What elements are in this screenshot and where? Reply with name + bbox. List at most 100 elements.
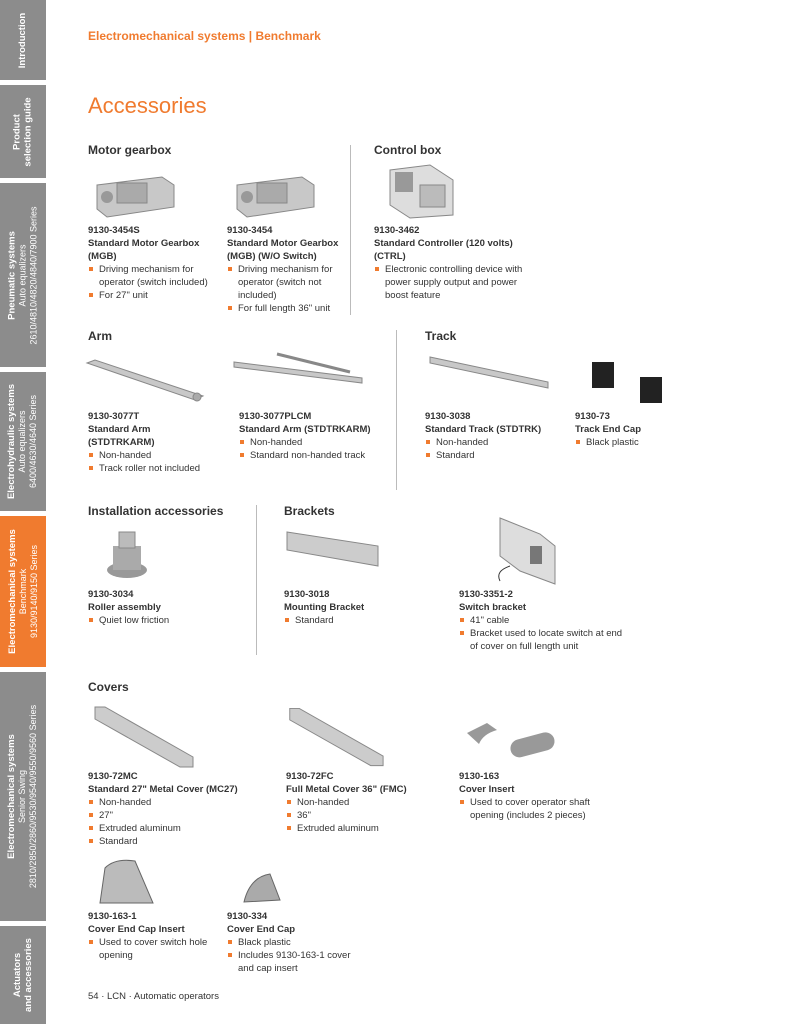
product-name: Switch bracket: [459, 602, 527, 613]
page-title: Accessories: [88, 93, 207, 118]
product-code: 9130-3454: [227, 225, 273, 236]
section-heading: Track: [425, 329, 457, 343]
sidebar-tab[interactable]: Introduction: [0, 0, 46, 80]
feature-bullet: Non-handed: [88, 449, 228, 462]
tab-subtitle: 9130/9140/9150 Series: [28, 544, 39, 639]
product-code: 9130-3018: [284, 589, 330, 600]
feature-bullet: Electronic controlling device with power…: [374, 263, 534, 302]
feature-list: Black plastic: [575, 436, 675, 449]
product-code: 9130-3038: [425, 411, 471, 422]
cover-image: [285, 705, 385, 770]
product-code: 9130-163-1: [88, 911, 137, 922]
product-name: Roller assembly: [88, 602, 161, 613]
product-name: Standard Controller (120 volts): [374, 238, 513, 249]
product-code: 9130-163: [459, 771, 500, 782]
product-name: (MGB) (W/O Switch): [227, 251, 317, 262]
tab-title: Pneumatic systems: [6, 230, 18, 320]
feature-list: Used to cover operator shaft opening (in…: [459, 796, 609, 822]
feature-bullet: Standard: [88, 835, 278, 848]
product-code: 9130-3077T: [88, 411, 140, 422]
section-heading: Brackets: [284, 504, 335, 518]
tab-subtitle: Benchmark: [17, 568, 28, 615]
tab-subtitle: 6400/4630/4640 Series: [28, 394, 39, 489]
arm-image: [85, 358, 205, 403]
product-name: Standard Motor Gearbox: [88, 238, 200, 249]
feature-bullet: Non-handed: [425, 436, 565, 449]
tab-title: Electromechanical systems: [6, 529, 18, 654]
breadcrumb: Electromechanical systems | Benchmark: [88, 29, 321, 43]
tab-subtitle: and accessories: [23, 938, 34, 1012]
feature-bullet: Driving mechanism for operator (switch i…: [88, 263, 218, 289]
feature-list: Driving mechanism for operator (switch i…: [88, 263, 218, 302]
feature-bullet: Includes 9130-163-1 cover and cap insert: [227, 949, 357, 975]
product-code: 9130-73: [575, 411, 610, 422]
product-item: 9130-3454S Standard Motor Gearbox (MGB)Dri…: [88, 224, 218, 302]
feature-bullet: 41" cable: [459, 614, 624, 627]
feature-bullet: Quiet low friction: [88, 614, 228, 627]
feature-bullet: Standard non-handed track: [239, 449, 389, 462]
tab-title: Actuators: [12, 952, 23, 998]
cover-insert-image: [465, 718, 557, 762]
product-name: Track End Cap: [575, 424, 641, 435]
feature-bullet: Used to cover operator shaft opening (in…: [459, 796, 609, 822]
feature-list: Electronic controlling device with power…: [374, 263, 534, 302]
product-name: Cover End Cap: [227, 924, 296, 935]
feature-bullet: Bracket used to locate switch at end of …: [459, 627, 624, 653]
tab-title: Product: [12, 113, 23, 150]
product-name: Cover Insert: [459, 784, 515, 795]
feature-bullet: For full length 36" unit: [227, 302, 352, 315]
product-name: Standard Track (STDTRK): [425, 424, 542, 435]
controller-image: [385, 160, 455, 220]
product-name: (STDTRKARM): [88, 437, 155, 448]
tab-title: Introduction: [17, 12, 29, 68]
section-heading: Control box: [374, 143, 442, 157]
product-code: 9130-3034: [88, 589, 134, 600]
bracket-image: [285, 528, 380, 568]
feature-bullet: Standard: [284, 614, 424, 627]
product-name: (MGB): [88, 251, 117, 262]
section-heading: Covers: [88, 680, 129, 694]
product-code: 9130-334: [227, 911, 268, 922]
feature-bullet: Black plastic: [227, 936, 357, 949]
product-name: Standard 27" Metal Cover (MC27): [88, 784, 238, 795]
section-heading: Installation accessories: [88, 504, 224, 518]
feature-bullet: Extruded aluminum: [88, 822, 278, 835]
divider: [350, 145, 351, 315]
section-heading: Arm: [88, 329, 113, 343]
product-name: Cover End Cap Insert: [88, 924, 185, 935]
end-cap-image: [588, 360, 666, 405]
motor-gearbox-image: [92, 165, 177, 220]
feature-list: Quiet low friction: [88, 614, 228, 627]
feature-list: Driving mechanism for operator (switch n…: [227, 263, 352, 315]
product-name: Mounting Bracket: [284, 602, 365, 613]
feature-bullet: 27": [88, 809, 278, 822]
product-code: 9130-3462: [374, 225, 420, 236]
tab-subtitle: 2810/2850/2860/9530/9540/9550/9560 Serie…: [28, 704, 39, 889]
divider: [396, 330, 397, 490]
tab-subtitle: Senior Swing: [17, 769, 28, 824]
product-name: Standard Motor Gearbox: [227, 238, 339, 249]
product-code: 9130-3454S: [88, 225, 140, 236]
product-name: (CTRL): [374, 251, 406, 262]
feature-bullet: Standard: [425, 449, 565, 462]
feature-bullet: Non-handed: [239, 436, 389, 449]
feature-bullet: Non-handed: [286, 796, 446, 809]
